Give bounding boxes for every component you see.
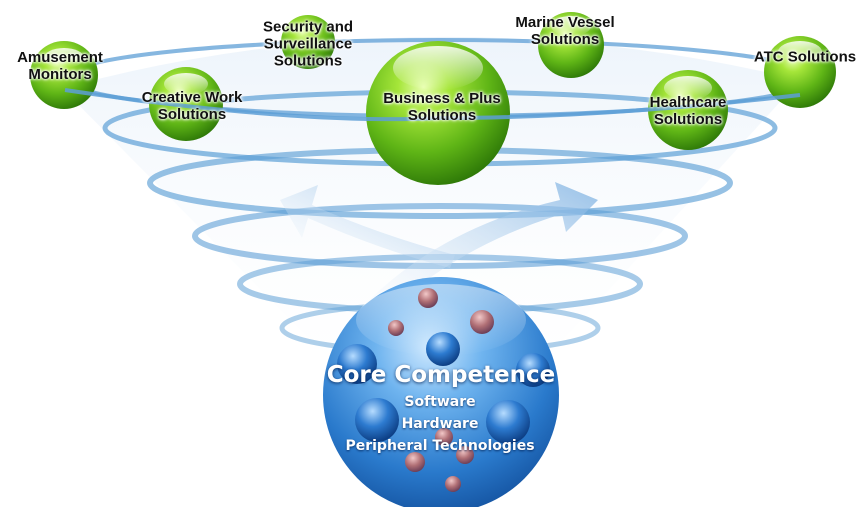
label-line: Solutions: [653, 111, 723, 128]
molecule: [426, 332, 460, 366]
label-line: Amusement: [17, 49, 103, 66]
label-creative: Creative Work Solutions: [142, 89, 243, 123]
molecule: [470, 310, 494, 334]
molecule: [435, 428, 453, 446]
label-line: Healthcare: [649, 94, 727, 111]
label-line: Solutions: [157, 106, 227, 123]
label-line: Security and: [262, 18, 354, 36]
core-sphere-group: [323, 277, 559, 507]
upward-arrows: [280, 182, 598, 330]
label-amusement: Amusement Monitors: [17, 49, 103, 83]
label-line: Marine Vessel: [515, 14, 615, 31]
label-line: Business & Plus: [383, 90, 501, 107]
label-line: Monitors: [28, 66, 92, 83]
molecule: [337, 344, 377, 384]
molecule: [388, 320, 404, 336]
molecule: [445, 476, 461, 492]
label-line: Surveillance: [263, 35, 353, 53]
arrow-right: [350, 182, 598, 330]
label-line: Solutions: [407, 107, 477, 124]
molecule: [355, 398, 399, 442]
arrow-left: [280, 185, 455, 268]
sphere-security: [281, 15, 335, 69]
label-line: ATC Solutions: [753, 48, 857, 66]
label-healthcare: Healthcare Solutions: [650, 94, 727, 128]
molecule: [418, 288, 438, 308]
label-marine: Marine Vessel Solutions: [515, 14, 614, 48]
label-business: Business & Plus Solutions: [383, 90, 501, 124]
molecule: [516, 353, 550, 387]
core-title: Core Competence: [326, 362, 556, 388]
label-atc: ATC Solutions: [754, 49, 856, 66]
core-item-software: Software: [404, 394, 476, 410]
molecule: [486, 400, 530, 444]
molecule: [405, 452, 425, 472]
label-line: Solutions: [530, 31, 600, 48]
core-item-hardware: Hardware: [401, 416, 479, 432]
label-line: Creative Work: [141, 89, 243, 106]
molecule: [456, 446, 474, 464]
core-item-peripheral: Peripheral Technologies: [345, 438, 535, 454]
label-line: Solutions: [273, 52, 343, 70]
ring-front-segments: [64, 88, 801, 122]
label-security: Security and Surveillance Solutions: [263, 19, 353, 70]
